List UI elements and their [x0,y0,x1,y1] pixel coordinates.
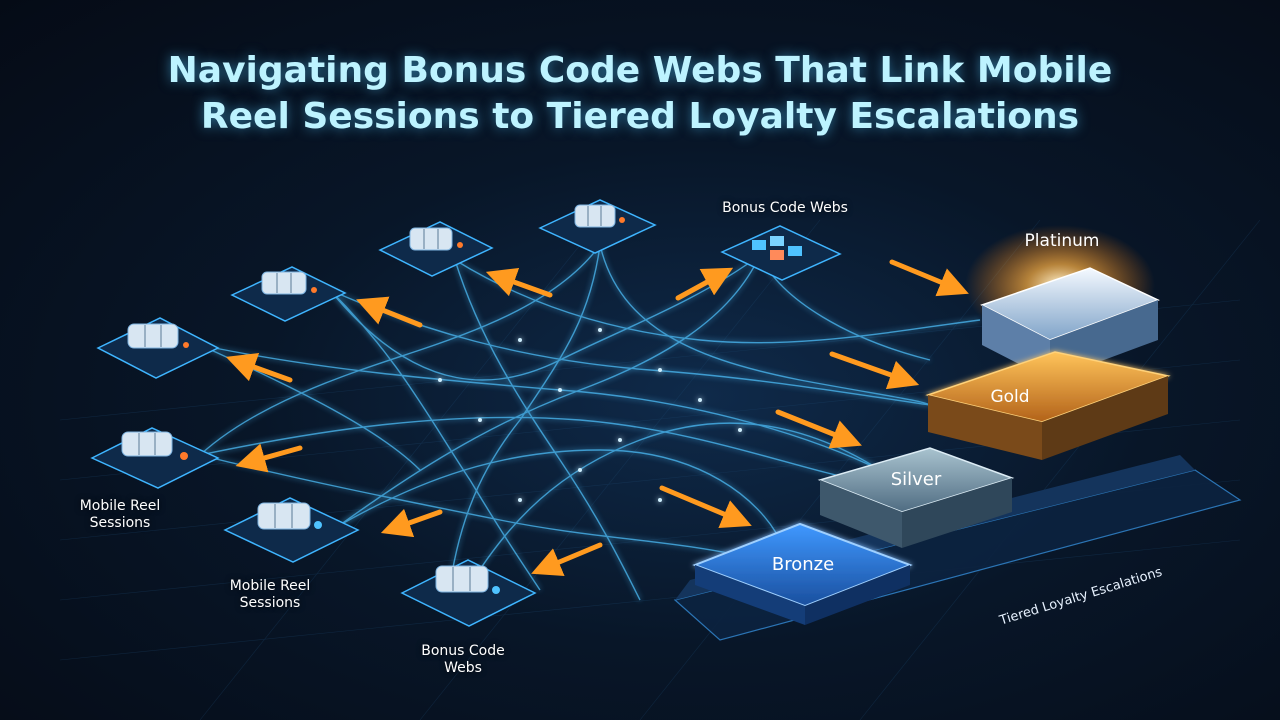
tier-silver [817,447,1015,548]
label-mobile-reel-center-line2: Sessions [239,595,301,611]
tier-label-gold: Gold [990,387,1029,407]
session-card-1 [538,199,657,254]
web-nodes [438,328,742,502]
label-bonus-code-webs-bottom: Bonus Code Webs [403,643,523,677]
title-line-2: Reel Sessions to Tiered Loyalty Escalati… [200,96,1080,137]
label-mobile-reel-center-line1: Mobile Reel [229,578,311,594]
tier-label-bronze: Bronze [772,554,834,575]
session-card-5 [90,427,220,489]
label-bonus-code-webs-bottom-line1: Bonus Code [421,643,505,659]
tier-label-platinum: Platinum [1025,231,1100,251]
session-card-7 [400,559,537,627]
session-card-4 [96,317,220,379]
bonus-code-card [720,225,842,281]
title-line-1: Navigating Bonus Code Webs That Link Mob… [167,50,1113,91]
label-bonus-code-webs-bottom-line2: Webs [444,660,482,676]
session-card-3 [230,266,347,322]
tier-gold [925,351,1171,460]
session-card-2 [378,221,494,277]
label-mobile-reel-left-line1: Mobile Reel [79,498,161,514]
label-mobile-reel-left: Mobile Reel Sessions [60,498,180,532]
flow-arrows [225,259,969,577]
label-mobile-reel-left-line2: Sessions [89,515,151,531]
tiered-loyalty-label: Tiered Loyalty Escalations [997,565,1164,629]
tier-label-silver: Silver [891,469,942,490]
session-card-6 [223,497,360,563]
tier-bronze [692,522,913,625]
page-title: Navigating Bonus Code Webs That Link Mob… [0,48,1280,140]
label-bonus-code-webs-top: Bonus Code Webs [722,200,848,216]
label-mobile-reel-center: Mobile Reel Sessions [210,578,330,612]
